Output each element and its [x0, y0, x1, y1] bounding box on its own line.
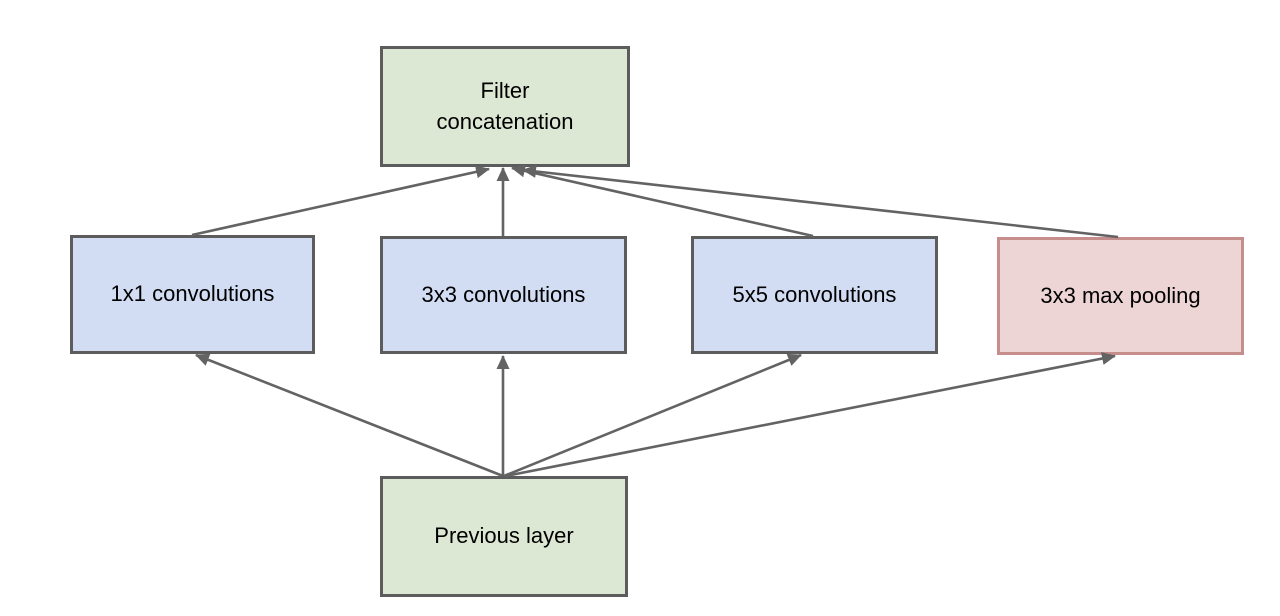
- edge-arrow-maxpool-to-filter_concat: [522, 164, 1119, 239]
- edge-arrow-conv1x1-to-filter_concat: [191, 165, 490, 237]
- node-3x3-max-pooling-label: 3x3 max pooling: [1040, 282, 1201, 308]
- edge-arrow-prev-to-conv1x1: [195, 353, 504, 478]
- node-5x5-convolutions-label: 5x5 convolutions: [732, 281, 897, 307]
- node-previous-layer-label: Previous layer: [434, 523, 574, 549]
- node-5x5-convolutions: 5x5 convolutions: [691, 236, 938, 354]
- edge-arrow-prev-to-conv5x5: [503, 353, 802, 478]
- node-3x3-convolutions-label: 3x3 convolutions: [421, 281, 586, 307]
- node-1x1-convolutions: 1x1 convolutions: [70, 235, 315, 354]
- node-previous-layer: Previous layer: [380, 476, 628, 597]
- node-3x3-max-pooling: 3x3 max pooling: [997, 237, 1244, 355]
- edge-arrow-conv5x5-to-filter_concat: [511, 164, 814, 238]
- edge-arrow-prev-to-maxpool: [505, 352, 1116, 478]
- node-1x1-convolutions-label: 1x1 convolutions: [110, 281, 275, 307]
- node-filter-concatenation: Filter concatenation: [380, 46, 630, 167]
- node-3x3-convolutions: 3x3 convolutions: [380, 236, 627, 354]
- node-filter-concatenation-label: Filter concatenation: [436, 78, 574, 134]
